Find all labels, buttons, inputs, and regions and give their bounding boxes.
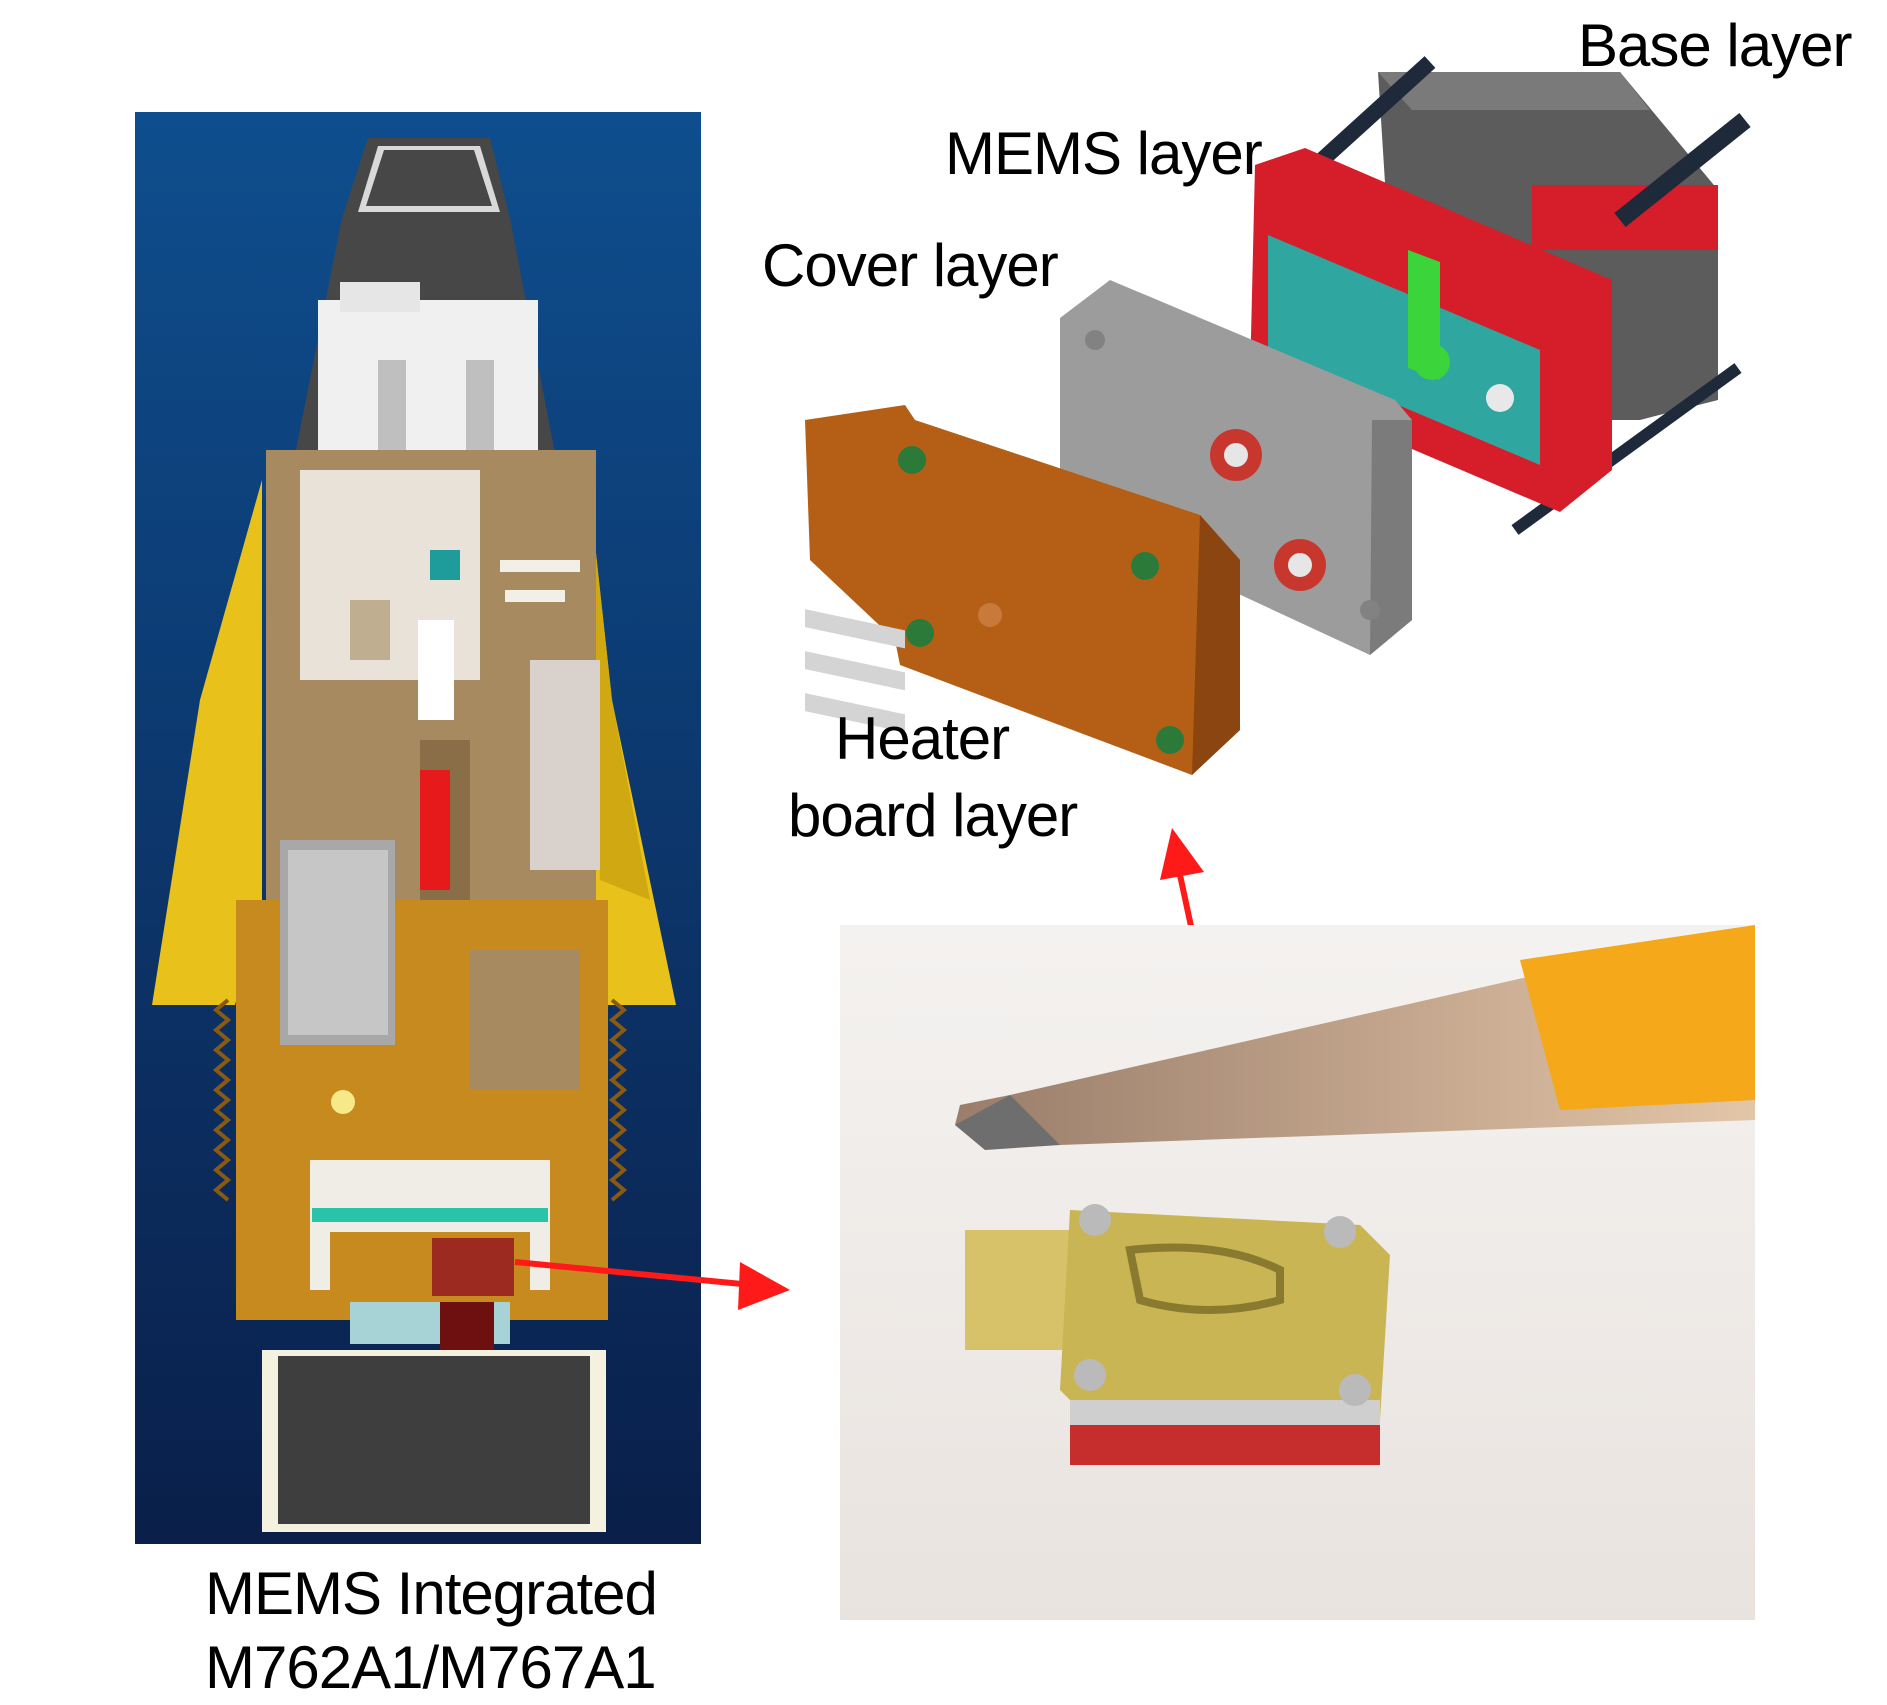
base-layer-label: Base layer: [1578, 12, 1852, 79]
caption-line1: MEMS Integrated: [205, 1560, 658, 1627]
caption-line2: M762A1/M767A1: [205, 1634, 657, 1701]
heater-board-layer-label-line2: board layer: [788, 782, 1078, 849]
cover-layer-label: Cover layer: [762, 232, 1059, 299]
mems-layer-label: MEMS layer: [945, 120, 1263, 187]
heater-board-layer-label-line1: Heater: [835, 705, 1010, 772]
